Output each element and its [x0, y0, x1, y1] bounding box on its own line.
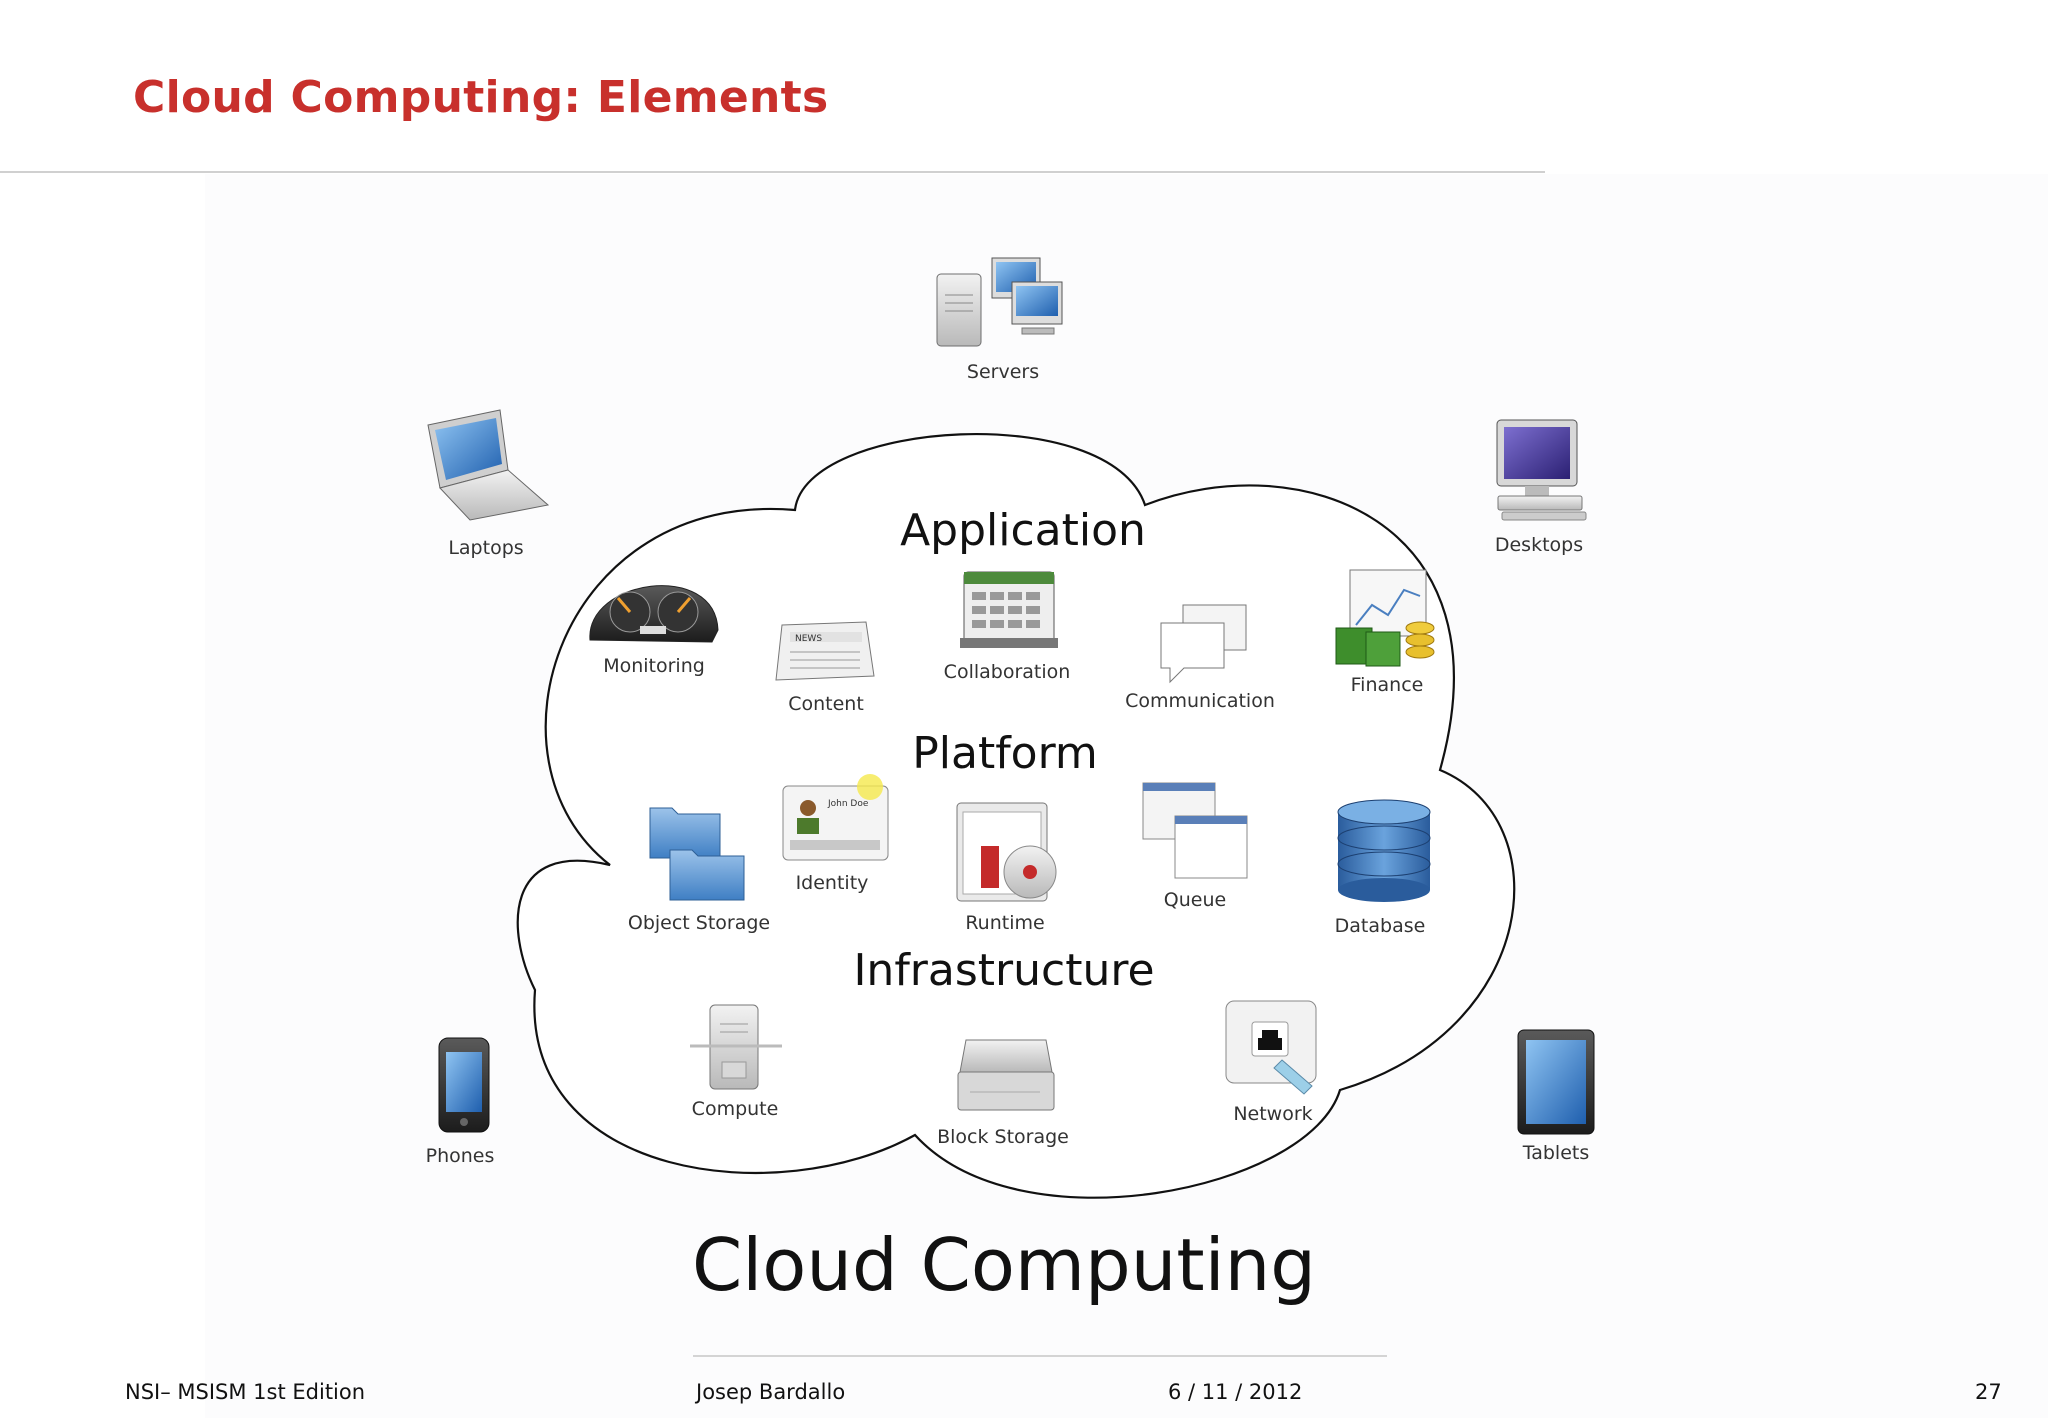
footer-page-number: 27	[1975, 1380, 2002, 1404]
runtime-icon	[956, 802, 1057, 902]
id-card-name: John Doe	[827, 799, 869, 809]
phones-icon	[438, 1037, 490, 1133]
tablets-icon	[1517, 1029, 1595, 1135]
block-storage-icon	[957, 1039, 1055, 1111]
queue-label: Queue	[1164, 889, 1226, 911]
diagram-heading: Cloud Computing	[692, 1223, 1316, 1307]
servers-label: Servers	[967, 361, 1039, 383]
monitoring-icon	[589, 585, 719, 643]
database-icon	[1337, 799, 1431, 902]
footer-course: NSI– MSISM 1st Edition	[125, 1380, 366, 1404]
compute-icon	[690, 1004, 782, 1090]
monitoring-label: Monitoring	[603, 655, 705, 677]
laptops-label: Laptops	[448, 537, 523, 559]
application-layer-title: Application	[900, 505, 1146, 556]
network-icon	[1225, 1000, 1317, 1095]
identity-label: Identity	[796, 872, 869, 894]
tablets-label: Tablets	[1522, 1142, 1589, 1164]
newspaper-masthead: NEWS	[795, 634, 822, 644]
desktops-icon	[1496, 419, 1587, 521]
compute-label: Compute	[692, 1098, 779, 1120]
communication-icon	[1160, 604, 1247, 684]
runtime-label: Runtime	[965, 912, 1044, 934]
title-divider	[0, 171, 1545, 173]
block-storage-label: Block Storage	[937, 1126, 1069, 1148]
network-label: Network	[1233, 1103, 1312, 1125]
slide-title: Cloud Computing: Elements	[133, 72, 829, 123]
footer-date: 6 / 11 / 2012	[1168, 1380, 1303, 1404]
footer-divider	[693, 1355, 1387, 1357]
collaboration-icon	[960, 571, 1058, 648]
platform-layer-title: Platform	[912, 728, 1098, 779]
queue-icon	[1142, 782, 1248, 879]
finance-icon	[1335, 569, 1435, 667]
communication-label: Communication	[1125, 690, 1275, 712]
finance-label: Finance	[1351, 674, 1424, 696]
phones-label: Phones	[426, 1145, 495, 1167]
identity-icon: John Doe	[782, 774, 889, 861]
object-storage-label: Object Storage	[628, 912, 770, 934]
desktops-label: Desktops	[1495, 534, 1583, 556]
content-icon: NEWS	[775, 621, 875, 681]
collaboration-label: Collaboration	[944, 661, 1071, 683]
servers-icon	[936, 257, 1063, 347]
infrastructure-layer-title: Infrastructure	[853, 945, 1154, 996]
content-label: Content	[788, 693, 864, 715]
footer-author: Josep Bardallo	[696, 1380, 846, 1404]
laptops-icon	[427, 409, 550, 521]
database-label: Database	[1335, 915, 1426, 937]
object-storage-icon	[649, 807, 745, 901]
